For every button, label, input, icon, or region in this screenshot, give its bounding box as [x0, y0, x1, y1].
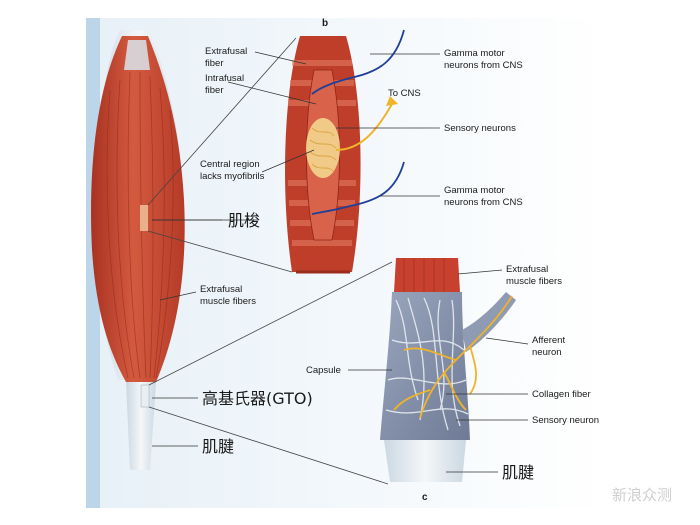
watermark-text: 新浪众测	[612, 486, 672, 504]
label-gamma-bottom-2: neurons from CNS	[444, 197, 523, 208]
label-capsule: Capsule	[306, 365, 341, 376]
label-afferent-neuron-2: neuron	[532, 347, 562, 358]
afferent-neuron-branches	[393, 295, 513, 419]
label-tendon-cn-a: 肌腱	[202, 437, 234, 456]
label-to-cns: To CNS	[388, 88, 421, 99]
label-extrafusal-fiber-1: Extrafusal	[205, 46, 247, 57]
to-cns-arrow	[386, 96, 398, 106]
panel-c-letter: c	[422, 492, 428, 503]
label-extrafusal-muscle-fibers-1: Extrafusal	[200, 284, 242, 295]
label-gto-cn: 高基氏器(GTO)	[202, 389, 313, 408]
label-tendon-cn-c: 肌腱	[502, 463, 534, 482]
label-gamma-top-2: neurons from CNS	[444, 60, 523, 71]
muscle-spindle	[285, 36, 361, 274]
label-central-region-2: lacks myofibrils	[200, 171, 265, 182]
label-central-region-1: Central region	[200, 159, 260, 170]
label-collagen-fiber: Collagen fiber	[532, 389, 591, 400]
whole-muscle	[91, 30, 185, 470]
panel-b-letter: b	[322, 18, 328, 29]
label-gamma-bottom-1: Gamma motor	[444, 185, 505, 196]
label-gamma-top-1: Gamma motor	[444, 48, 505, 59]
label-c-extrafusal-1: Extrafusal	[506, 264, 548, 275]
zoom-lines-b	[147, 37, 297, 273]
sensory-neuron-to-cns	[335, 103, 393, 151]
gamma-motor-neurons	[311, 29, 405, 215]
label-afferent-neuron-1: Afferent	[532, 335, 565, 346]
label-sensory-neurons: Sensory neurons	[444, 123, 516, 134]
leader-lines	[152, 51, 529, 473]
label-sensory-neuron: Sensory neuron	[532, 415, 599, 426]
label-muscle-spindle-cn: 肌梭	[228, 211, 260, 230]
label-intrafusal-fiber-2: fiber	[205, 85, 223, 96]
spindle-marker	[140, 205, 148, 231]
label-c-extrafusal-2: muscle fibers	[506, 276, 562, 287]
spindle-central-region	[306, 118, 340, 178]
label-extrafusal-fiber-2: fiber	[205, 58, 223, 69]
label-extrafusal-muscle-fibers-2: muscle fibers	[200, 296, 256, 307]
label-intrafusal-fiber-1: Intrafusal	[205, 73, 244, 84]
gto-marker	[140, 384, 150, 408]
zoom-lines-c	[148, 261, 393, 485]
golgi-tendon-organ	[380, 258, 516, 482]
